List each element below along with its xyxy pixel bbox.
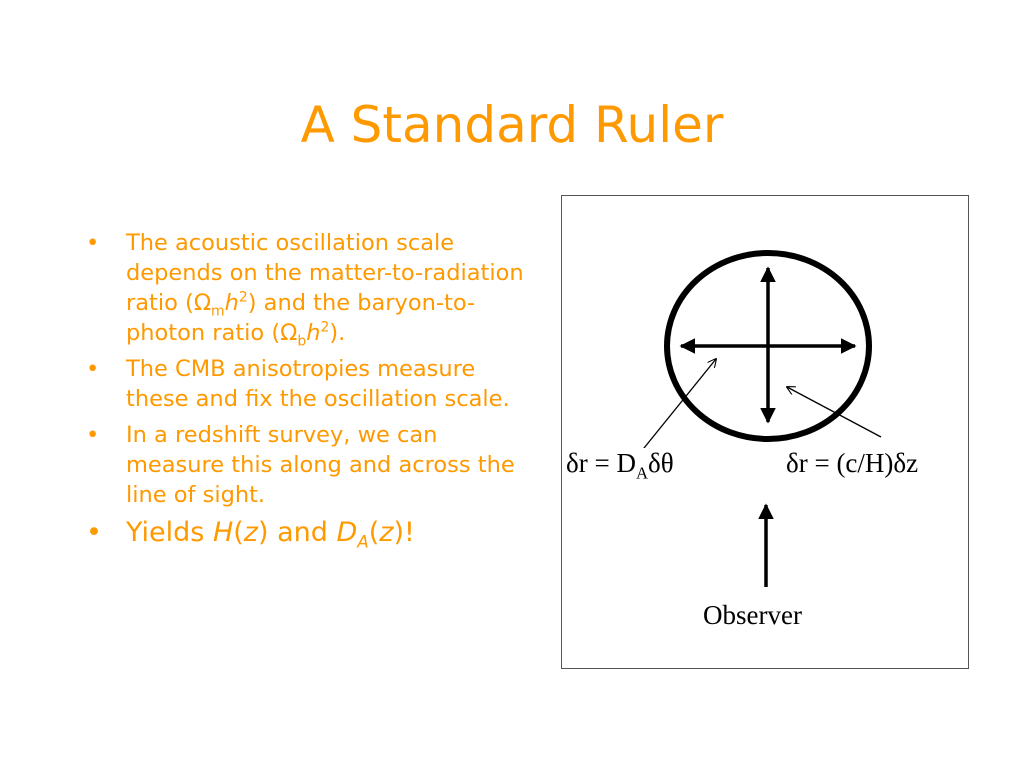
bullet-text: The CMB anisotropies measure these and f… <box>126 356 510 412</box>
pointer-right <box>787 387 882 438</box>
z-symbol: z <box>243 517 258 548</box>
bullet-text: In a redshift survey, we can measure thi… <box>126 422 515 508</box>
ruler-circle <box>664 250 872 442</box>
pointer-left <box>639 359 716 454</box>
bullet-text: ) and the baryon-to-photon ratio ( <box>126 290 476 346</box>
label-text: δr = D <box>566 448 636 478</box>
subscript-A: A <box>357 531 369 552</box>
bullet-list: • The acoustic oscillation scale depends… <box>86 228 534 556</box>
bullet-text: Yields <box>126 517 213 548</box>
subscript-m: m <box>211 303 225 320</box>
label-radial: δr = (c/H)δz <box>782 448 923 479</box>
bullet-item: • In a redshift survey, we can measure t… <box>86 420 534 510</box>
bullet-dot: • <box>86 230 100 256</box>
H-symbol: H <box>212 517 234 548</box>
omega-symbol: Ω <box>193 290 212 316</box>
bullet-text: )! <box>393 517 415 548</box>
bullet-item: • The acoustic oscillation scale depends… <box>86 228 534 348</box>
superscript-2: 2 <box>238 289 248 306</box>
label-subscript: A <box>635 463 649 483</box>
bullet-text: The acoustic oscillation scale depends o… <box>126 230 524 316</box>
label-text: δθ <box>648 448 674 478</box>
slide-title: A Standard Ruler <box>300 96 724 154</box>
observer-label: Observer <box>703 600 802 630</box>
omega-symbol: Ω <box>280 320 298 346</box>
bullet-dot: • <box>86 422 100 448</box>
bullet-item: • Yields H(z) and DA(z)! <box>86 516 534 550</box>
bullet-item: • The CMB anisotropies measure these and… <box>86 354 534 414</box>
h-symbol: h <box>306 320 321 346</box>
superscript-2: 2 <box>320 319 330 336</box>
bullet-text: ). <box>329 320 346 346</box>
diagram-frame <box>561 195 969 669</box>
bullet-dot: • <box>86 356 100 382</box>
subscript-b: b <box>297 333 307 350</box>
bullet-dot: • <box>86 517 102 548</box>
D-symbol: D <box>336 517 358 548</box>
z-symbol: z <box>379 517 394 548</box>
h-symbol: h <box>224 290 239 316</box>
bullet-text: ) and <box>257 517 337 548</box>
bullet-text: ( <box>368 517 380 548</box>
bullet-text: ( <box>233 517 244 548</box>
label-transverse: δr = DAδθ <box>562 448 678 483</box>
